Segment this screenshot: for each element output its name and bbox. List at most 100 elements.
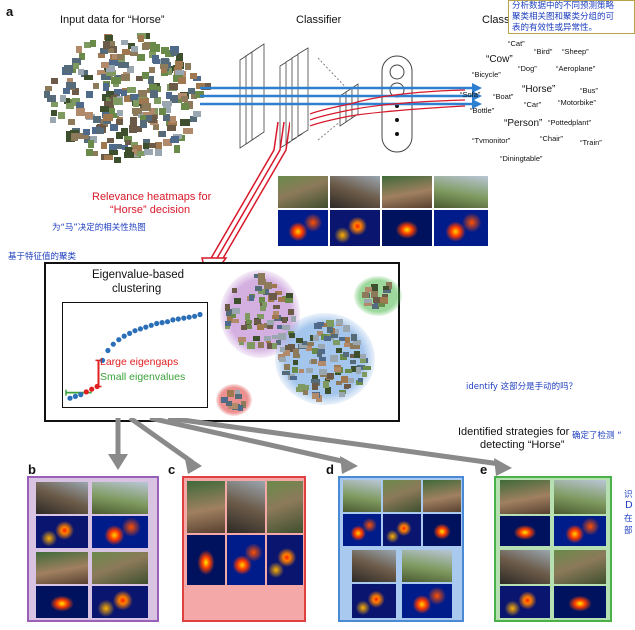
input-thumbnail-dot: [137, 34, 144, 42]
cluster-thumbnail-dot: [330, 355, 339, 362]
cluster-thumbnail-dot: [227, 319, 235, 324]
panel-b-thumb: [92, 552, 148, 584]
cluster-thumbnail-dot: [241, 325, 248, 331]
input-thumbnail-dot: [57, 111, 66, 120]
cluster-thumbnail-dot: [302, 341, 308, 346]
input-thumbnail-dot: [108, 47, 115, 54]
panel-b-heatmap: [36, 586, 88, 618]
cluster-thumbnail-dot: [283, 349, 291, 357]
cluster-thumbnail-dot: [327, 327, 334, 333]
input-thumbnail-dot: [158, 131, 166, 137]
class-sheep: “Sheep”: [562, 47, 589, 56]
cluster-thumbnail-dot: [260, 305, 267, 312]
edge-annotation-2: D: [625, 500, 633, 511]
heatmap-thumbnail: [382, 210, 432, 246]
cluster-thumbnail-dot: [232, 307, 240, 314]
input-thumbnail-dot: [45, 85, 53, 92]
input-thumbnail-dot: [188, 88, 196, 94]
input-thumbnail-dot: [162, 100, 172, 106]
cluster-thumbnail-dot: [284, 364, 291, 370]
input-thumbnail-dot: [160, 47, 170, 55]
cluster-thumbnail-dot: [312, 383, 318, 391]
clustering-annotation: 基于特征值的聚类: [8, 252, 77, 262]
input-thumbnail-dot: [121, 128, 129, 136]
cluster-thumbnail-dot: [331, 334, 338, 339]
eigenvalue-plot-frame: [62, 302, 208, 408]
input-thumbnail-dot: [72, 58, 81, 65]
cluster-thumbnail-dot: [341, 376, 348, 383]
cluster-thumbnail-dot: [269, 284, 278, 289]
input-thumbnail-dot: [189, 115, 198, 123]
cluster-thumbnail-dot: [240, 400, 247, 408]
input-thumbnail-dot: [112, 53, 120, 59]
input-thumbnail-dot: [89, 39, 97, 47]
cluster-thumbnail-dot: [316, 350, 323, 357]
cluster-thumbnail-dot: [225, 320, 231, 327]
cluster-embedding: [216, 270, 402, 419]
input-thumbnail-dot: [131, 93, 140, 101]
input-thumbnail-dot: [96, 128, 105, 135]
eigenvalue-point: [99, 357, 106, 363]
panel-d-heatmap: [383, 514, 421, 546]
heatmap-thumbnail: [330, 210, 380, 246]
panel-letter-a: a: [6, 4, 14, 19]
cluster-thumbnail-dot: [355, 367, 362, 374]
eigenvalue-point: [116, 337, 122, 343]
input-thumbnail-dot: [43, 91, 50, 98]
input-thumbnail-dot: [148, 51, 156, 59]
input-thumbnail-dot: [152, 124, 160, 131]
cluster-thumbnail-dot: [293, 348, 299, 355]
cluster-thumbnail-dot: [286, 293, 294, 298]
input-thumbnail-dot: [108, 59, 118, 67]
input-thumbnail-dot: [92, 83, 99, 89]
input-thumbnail-dot: [83, 128, 91, 135]
input-thumbnail-dot: [50, 77, 58, 85]
input-thumbnail-dot: [162, 113, 171, 121]
class-car: “Car”: [524, 100, 542, 109]
cluster-thumbnail-dot: [321, 334, 328, 340]
input-thumbnail-dot: [110, 76, 121, 85]
input-thumbnail-dot: [117, 54, 124, 61]
classifier-label: Classifier: [296, 14, 342, 26]
input-thumbnail-dot: [76, 133, 85, 140]
cluster-thumbnail-dot: [319, 369, 327, 375]
eigenvalue-point: [175, 316, 181, 322]
panel-d-heatmap: [352, 584, 396, 618]
classifier-network: [200, 43, 482, 153]
eigenvalue-point: [137, 326, 143, 332]
cluster-thumbnail-dot: [232, 403, 238, 409]
input-thumbnail-dot: [103, 155, 113, 161]
class-train: “Train”: [580, 138, 602, 147]
cluster-thumbnail-dot: [349, 360, 357, 365]
cluster-thumbnail-dot: [362, 365, 371, 371]
cluster-thumbnail-dot: [357, 377, 364, 383]
input-thumbnail: [382, 176, 432, 208]
input-thumbnail-dot: [72, 97, 81, 106]
strategies-annotation: 确定了检测 “: [572, 431, 622, 441]
input-thumbnail-dot: [121, 39, 129, 46]
relevance-label-line1: Relevance heatmaps for: [92, 191, 212, 203]
cluster-thumbnail-dot: [311, 348, 318, 354]
input-thumbnail-dot: [153, 97, 162, 104]
cluster-thumbnail-dot: [305, 345, 312, 351]
input-thumbnail-dot: [201, 82, 211, 90]
input-thumbnail-dot: [142, 71, 149, 79]
input-thumbnail-dot: [148, 76, 154, 84]
edge-annotation-1: 识: [624, 490, 633, 500]
cluster-thumbnail-dot: [306, 341, 315, 347]
input-thumbnail-dot: [144, 42, 151, 50]
input-thumbnail-dot: [126, 65, 135, 73]
input-thumbnail-dot: [140, 114, 150, 122]
input-thumbnail-dot: [150, 90, 159, 98]
panel-c-thumb: [227, 481, 265, 533]
input-thumbnail-dot: [117, 61, 128, 69]
input-thumbnail-dot: [51, 109, 58, 117]
input-thumbnail-dot: [171, 50, 178, 56]
input-thumbnail-dot: [163, 106, 172, 113]
cluster-thumbnail-dot: [226, 309, 232, 317]
eigenvalue-point: [132, 328, 138, 334]
cluster-thumbnail-dot: [312, 393, 320, 399]
input-thumbnail-dot: [142, 139, 151, 145]
eigenvalue-plot: [65, 311, 203, 401]
input-thumbnail-dot: [113, 157, 122, 163]
